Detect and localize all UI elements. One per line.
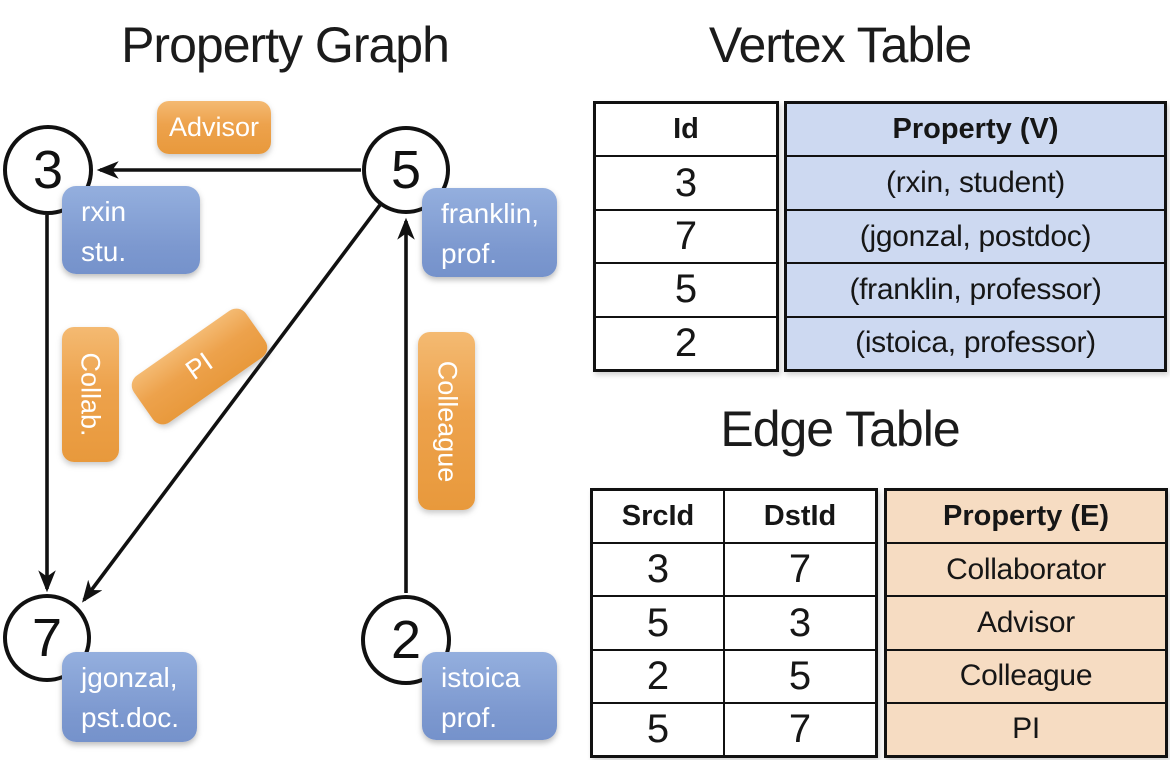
vertex-table-id-column: Id 3 7 5 2 [593,101,779,372]
node-property-box-5: franklin, prof. [422,188,557,277]
edge-property-cell: Colleague [887,648,1165,702]
property-line: pst.doc. [81,702,180,733]
vertex-table-property-column: Property (V) (rxin, student) (jgonzal, p… [784,101,1167,372]
edge-srcid-header: SrcId [621,500,695,533]
edge-property-header: Property (E) [943,500,1109,533]
edge-dstid-cell: 7 [725,542,875,595]
edge-label-advisor: Advisor [157,101,271,154]
edge-dstid-header: DstId [763,500,837,533]
edge-label-text: Colleague [432,360,462,482]
edge-table-title: Edge Table [720,401,960,457]
property-line: jgonzal, [81,662,178,693]
edge-dstid-cell: 7 [725,701,875,755]
edge-srcid-cell: 5 [593,595,723,648]
edge-label-colleague: Colleague [418,332,475,510]
edge-dstid-column: DstId 7 3 5 7 [723,491,875,755]
node-property-box-7: jgonzal, pst.doc. [62,652,197,742]
edge-label-pi: PI [127,303,272,430]
vertex-id-cell: 7 [596,208,776,262]
vertex-id-cell: 3 [596,155,776,208]
edge-srcid-cell: 5 [593,701,723,755]
node-id-label: 3 [32,140,64,200]
vertex-property-cell: (franklin, professor) [787,262,1164,315]
edge-dstid-cell: 3 [725,595,875,648]
edge-label-text: Advisor [168,112,260,142]
property-line: prof. [441,238,498,269]
property-line: prof. [441,702,498,733]
edge-dstid-cell: 5 [725,648,875,702]
vertex-id-header: Id [673,113,699,146]
edge-table-property-column: Property (E) Collaborator Advisor Collea… [884,488,1168,758]
node-property-box-2: istoica prof. [422,652,557,740]
edge-label-collab: Collab. [62,327,119,462]
edge-srcid-column: SrcId 3 5 2 5 [593,491,723,755]
edge-srcid-cell: 2 [593,648,723,702]
vertex-id-cell: 5 [596,262,776,315]
vertex-property-header: Property (V) [892,113,1059,146]
edge-srcid-cell: 3 [593,542,723,595]
graph-node-5: 5 [362,126,450,214]
property-line: istoica [441,662,521,693]
vertex-property-cell: (istoica, professor) [787,315,1164,369]
edge-property-cell: Collaborator [887,542,1165,595]
graph-node-3: 3 [3,125,93,215]
vertex-id-cell: 2 [596,315,776,369]
node-id-label: 5 [390,140,422,200]
property-graph-title: Property Graph [121,17,450,73]
edge-table-id-columns: SrcId 3 5 2 5 DstId 7 3 5 7 [590,488,878,758]
property-line: franklin, [441,198,540,229]
node-id-label: 2 [390,610,422,670]
vertex-property-cell: (jgonzal, postdoc) [787,208,1164,262]
edge-property-cell: PI [887,701,1165,755]
node-id-label: 7 [31,608,63,668]
vertex-table-title: Vertex Table [708,17,972,73]
edge-label-text: PI [180,346,219,386]
property-line: stu. [81,236,127,267]
property-line: rxin [81,196,127,227]
edge-label-text: Collab. [76,352,107,437]
vertex-property-cell: (rxin, student) [787,155,1164,208]
edge-property-cell: Advisor [887,595,1165,648]
node-property-box-3: rxin stu. [62,186,200,274]
